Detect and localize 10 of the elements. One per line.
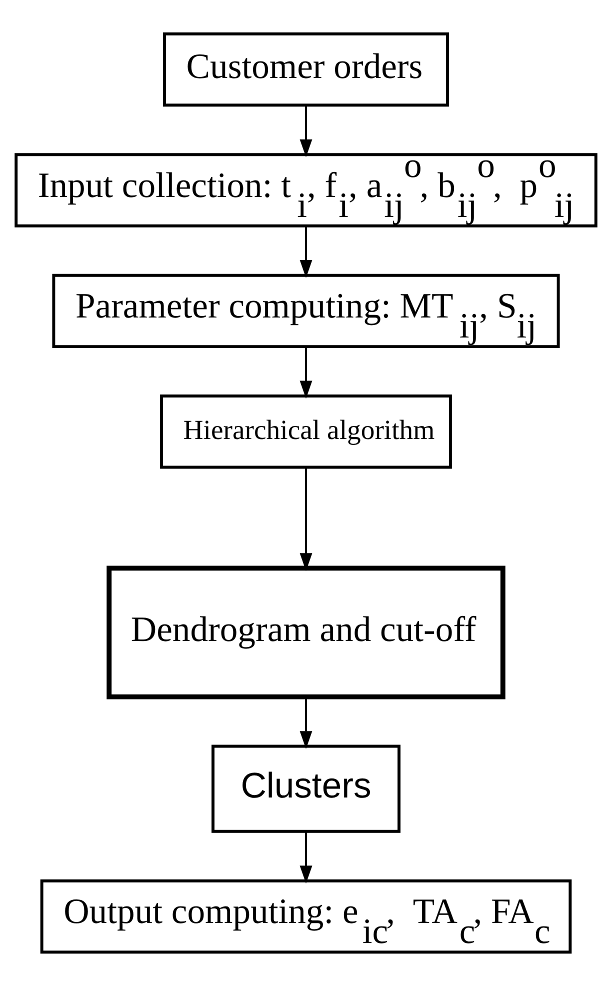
node-box: Dendrogram and cut-off bbox=[106, 565, 506, 699]
arrow bbox=[300, 467, 312, 571]
arrow bbox=[300, 696, 312, 748]
arrow bbox=[300, 226, 312, 278]
node-box: Hierarchical algorithm bbox=[160, 394, 452, 468]
arrow bbox=[300, 832, 312, 883]
node-box: Customer orders bbox=[163, 32, 449, 106]
node-box: Clusters bbox=[212, 744, 400, 832]
arrow bbox=[300, 104, 312, 157]
arrow bbox=[300, 346, 312, 398]
